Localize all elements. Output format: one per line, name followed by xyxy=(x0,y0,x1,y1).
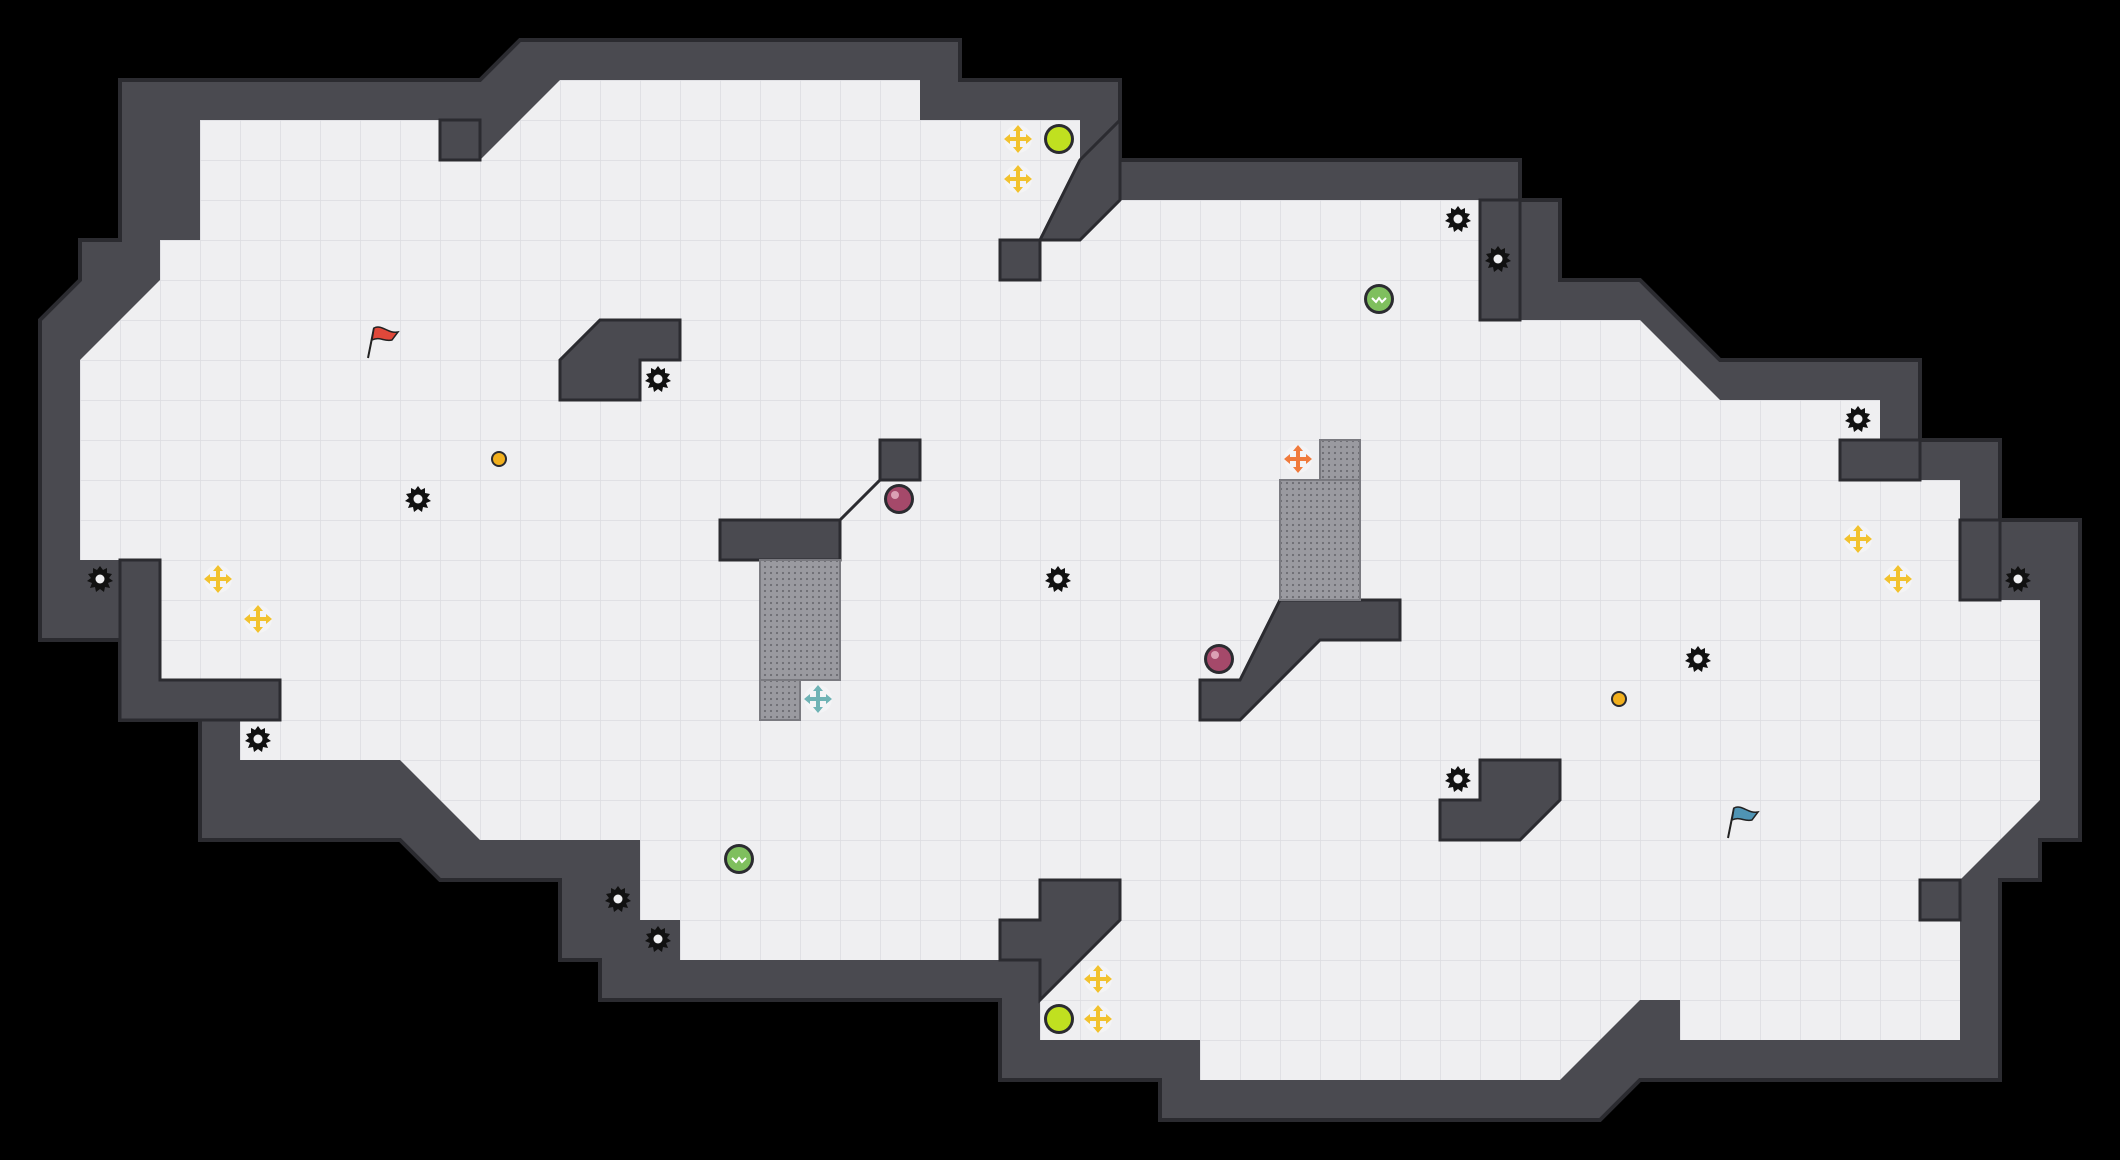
entities-layer xyxy=(87,124,2031,1034)
boost-arrows-icon xyxy=(1084,965,1112,993)
boost-arrows-icon xyxy=(1884,565,1912,593)
wall-block xyxy=(438,118,482,162)
boost-arrows-icon xyxy=(1004,125,1032,153)
boost-arrows-icon xyxy=(1084,1005,1112,1033)
boost-arrows-icon xyxy=(804,685,832,713)
wall-block xyxy=(1958,518,2002,602)
portal-icon xyxy=(724,844,754,874)
powerup-orb-icon xyxy=(1044,124,1074,154)
wall-block xyxy=(1198,598,1402,722)
bomb-icon xyxy=(884,484,914,514)
wall-block xyxy=(1838,438,1922,482)
wall-block xyxy=(1438,758,1562,842)
boost-arrows-icon xyxy=(1844,525,1872,553)
boost-arrows-icon xyxy=(244,605,272,633)
portal-icon xyxy=(1364,284,1394,314)
wall-block xyxy=(718,438,922,562)
bomb-icon xyxy=(1204,644,1234,674)
flag-icon xyxy=(1727,806,1760,839)
wall-block xyxy=(998,116,1122,282)
button-icon xyxy=(491,451,507,467)
wall-block xyxy=(1918,878,1962,922)
button-icon xyxy=(1611,691,1627,707)
boost-arrows-icon xyxy=(204,565,232,593)
boost-arrows-icon xyxy=(1284,445,1312,473)
vent-tiles xyxy=(759,439,1361,721)
boost-arrows-icon xyxy=(1004,165,1032,193)
wall-block xyxy=(558,318,682,402)
wall-block xyxy=(118,558,282,722)
wall-block xyxy=(998,878,1122,1004)
powerup-orb-icon xyxy=(1044,1004,1074,1034)
flag-icon xyxy=(367,326,400,359)
